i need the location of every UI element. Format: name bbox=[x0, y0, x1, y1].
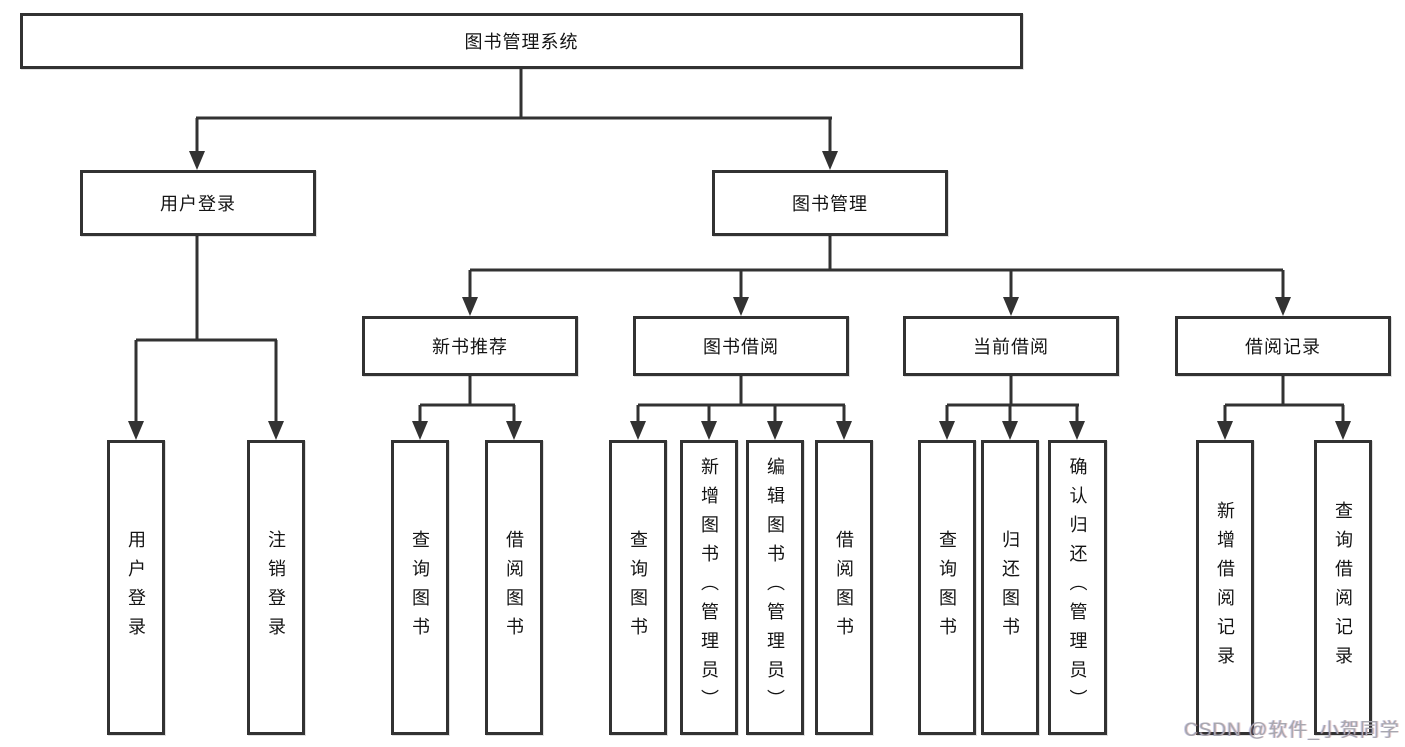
node-label: 查询图书 bbox=[937, 529, 957, 646]
node-label: 借阅图书 bbox=[834, 529, 854, 646]
node-label: 查询图书 bbox=[410, 529, 430, 646]
node-label: 图书借阅 bbox=[703, 337, 779, 357]
node-label: 确认归还（管理员） bbox=[1067, 457, 1088, 718]
node-label: 借阅图书 bbox=[504, 529, 524, 646]
leaf-confirm-return-admin: 确认归还（管理员） bbox=[1048, 440, 1107, 735]
node-label: 图书管理系统 bbox=[464, 32, 579, 52]
node-label: 查询借阅记录 bbox=[1333, 500, 1353, 675]
node-label: 当前借阅 bbox=[973, 337, 1049, 357]
node-library-management-system: 图书管理系统 bbox=[20, 13, 1023, 69]
leaf-edit-books-admin: 编辑图书（管理员） bbox=[746, 440, 804, 735]
leaf-query-books-borrowing: 查询图书 bbox=[609, 440, 667, 735]
node-user-login: 用户登录 bbox=[80, 170, 316, 236]
node-label: 图书管理 bbox=[792, 194, 868, 214]
leaf-add-books-admin: 新增图书（管理员） bbox=[680, 440, 738, 735]
node-borrowing-records: 借阅记录 bbox=[1175, 316, 1391, 376]
leaf-query-books-current: 查询图书 bbox=[918, 440, 976, 735]
node-label: 用户登录 bbox=[160, 194, 236, 214]
node-label: 编辑图书（管理员） bbox=[765, 457, 785, 718]
leaf-query-books-recommend: 查询图书 bbox=[391, 440, 449, 735]
node-label: 新增图书（管理员） bbox=[699, 457, 719, 718]
node-book-borrowing: 图书借阅 bbox=[633, 316, 849, 376]
leaf-logout: 注销登录 bbox=[247, 440, 305, 735]
node-label: 用户登录 bbox=[126, 529, 146, 646]
leaf-user-login: 用户登录 bbox=[107, 440, 165, 735]
leaf-borrow-books-recommend: 借阅图书 bbox=[485, 440, 543, 735]
node-label: 借阅记录 bbox=[1245, 337, 1321, 357]
node-new-book-recommend: 新书推荐 bbox=[362, 316, 578, 376]
leaf-add-borrow-record: 新增借阅记录 bbox=[1196, 440, 1254, 735]
csdn-watermark: CSDN @软件_小贺同学 bbox=[1184, 720, 1400, 741]
node-book-management: 图书管理 bbox=[712, 170, 948, 236]
node-label: 注销登录 bbox=[266, 529, 286, 646]
node-current-borrowing: 当前借阅 bbox=[903, 316, 1119, 376]
leaf-query-borrow-record: 查询借阅记录 bbox=[1314, 440, 1372, 735]
node-label: 查询图书 bbox=[628, 529, 648, 646]
node-label: 归还图书 bbox=[1000, 529, 1020, 646]
node-label: 新书推荐 bbox=[432, 337, 508, 357]
leaf-return-books: 归还图书 bbox=[981, 440, 1039, 735]
leaf-borrow-books: 借阅图书 bbox=[815, 440, 873, 735]
node-label: 新增借阅记录 bbox=[1215, 500, 1235, 675]
